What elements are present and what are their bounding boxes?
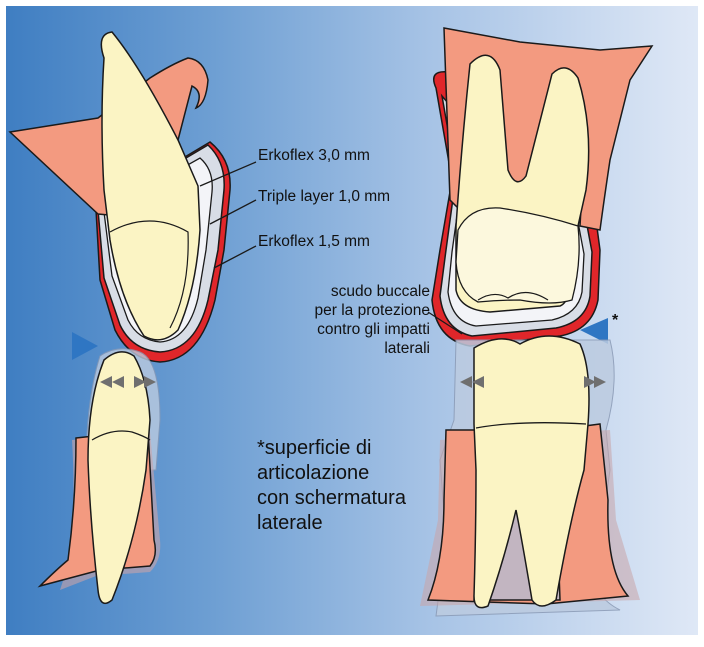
note-line: articolazione xyxy=(257,461,406,486)
note-lateral-shielding: *superficie di articolazione con scherma… xyxy=(257,436,406,536)
label-buccal-shield-line: contro gli impatti xyxy=(250,320,430,339)
asterisk-marker: * xyxy=(612,312,618,330)
note-line: laterale xyxy=(257,511,406,536)
note-line: *superficie di xyxy=(257,436,406,461)
left-upper-tooth-group xyxy=(10,32,230,362)
right-upper-tooth-group xyxy=(432,28,652,346)
label-buccal-shield-line: per la protezione xyxy=(250,301,430,320)
left-lower-tooth-group xyxy=(40,349,160,604)
left-marker-triangle xyxy=(72,332,98,360)
right-upper-crown xyxy=(456,208,579,303)
note-line: con schermatura xyxy=(257,486,406,511)
label-buccal-shield: scudo buccale per la protezione contro g… xyxy=(250,282,430,358)
label-erkoflex-15: Erkoflex 1,5 mm xyxy=(258,232,370,251)
label-buccal-shield-line: scudo buccale xyxy=(250,282,430,301)
right-lower-tooth-group xyxy=(420,336,640,616)
label-triple-layer: Triple layer 1,0 mm xyxy=(258,187,390,206)
label-erkoflex-30: Erkoflex 3,0 mm xyxy=(258,146,370,165)
label-buccal-shield-line: laterali xyxy=(250,339,430,358)
